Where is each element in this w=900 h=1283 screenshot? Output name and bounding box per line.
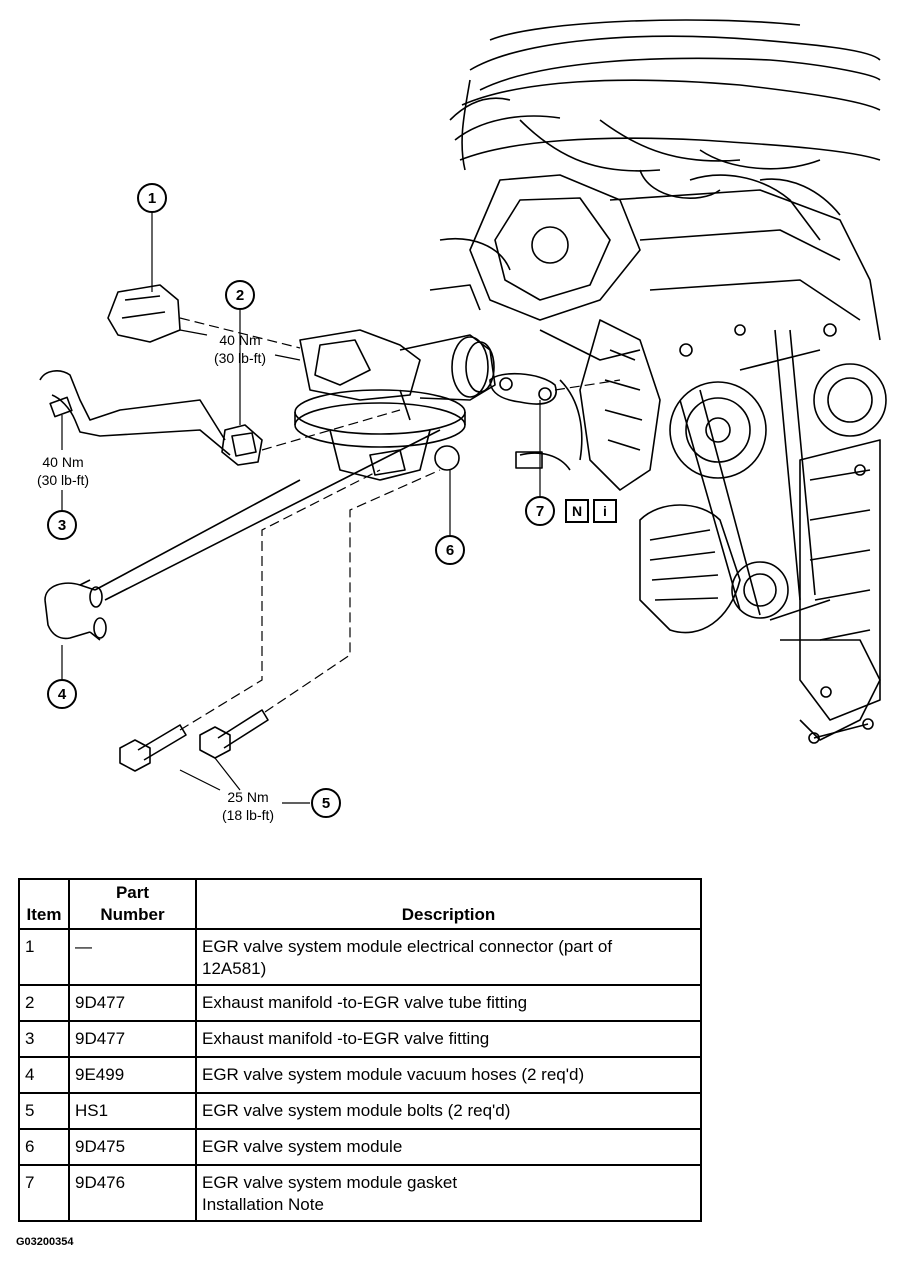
torque-5-lbft: (18 lb-ft): [222, 807, 274, 823]
cell-description: Exhaust manifold -to-EGR valve fitting: [195, 1020, 702, 1058]
torque-5-nm: 25 Nm: [227, 789, 268, 805]
table-header-row: Item Part Number Description: [18, 878, 702, 930]
cell-part: 9E499: [68, 1056, 197, 1094]
torque-2-lbft: (30 lb-ft): [214, 350, 266, 366]
cell-item: 4: [18, 1056, 70, 1094]
callout-circles: [47, 183, 555, 818]
table-row: 5 HS1 EGR valve system module bolts (2 r…: [18, 1092, 702, 1130]
table-row: 1 — EGR valve system module electrical c…: [18, 928, 702, 986]
callout-5-circle: [311, 788, 341, 818]
table-row: 6 9D475 EGR valve system module: [18, 1128, 702, 1166]
callout-4-circle: [47, 679, 77, 709]
callout-4: 4: [58, 686, 67, 703]
table-row: 7 9D476 EGR valve system module gasket I…: [18, 1164, 702, 1222]
cell-description: EGR valve system module vacuum hoses (2 …: [195, 1056, 702, 1094]
cell-description: Exhaust manifold -to-EGR valve tube fitt…: [195, 984, 702, 1022]
cell-part: HS1: [68, 1092, 197, 1130]
leader-lines: [61, 212, 541, 804]
cell-description: EGR valve system module gasket Installat…: [195, 1164, 702, 1222]
alignment-lines: [179, 317, 621, 731]
callout-7-circle: [525, 496, 555, 526]
cell-item: 3: [18, 1020, 70, 1058]
cell-item: 5: [18, 1092, 70, 1130]
cell-part: 9D477: [68, 1020, 197, 1058]
info-boxes: N i: [565, 499, 617, 523]
note-box-letter: N: [572, 503, 582, 519]
callout-6-circle: [435, 535, 465, 565]
callout-3: 3: [58, 517, 66, 534]
callout-2: 2: [236, 287, 244, 304]
cell-part: 9D477: [68, 984, 197, 1022]
cell-item: 1: [18, 928, 70, 986]
callout-5: 5: [322, 795, 330, 812]
parts-table: Item Part Number Description 1 — EGR val…: [18, 878, 702, 1222]
table-row: 2 9D477 Exhaust manifold -to-EGR valve t…: [18, 984, 702, 1022]
callout-2-circle: [225, 280, 255, 310]
torque-2-nm: 40 Nm: [219, 332, 260, 348]
cell-description: EGR valve system module electrical conne…: [195, 928, 702, 986]
callout-1: 1: [148, 190, 156, 207]
callout-6: 6: [446, 542, 454, 559]
egr-components: [39, 284, 557, 772]
egr-exploded-diagram: 1 2 3 4 5 6 7 40 Nm (30 lb-ft) 40 Nm (30…: [37, 19, 887, 823]
callout-3-circle: [47, 510, 77, 540]
cell-part: 9D476: [68, 1164, 197, 1222]
header-description: Description: [195, 878, 702, 930]
table-row: 3 9D477 Exhaust manifold -to-EGR valve f…: [18, 1020, 702, 1058]
callout-numbers: 1 2 3 4 5 6 7: [58, 190, 544, 812]
cell-description: EGR valve system module: [195, 1128, 702, 1166]
table-row: 4 9E499 EGR valve system module vacuum h…: [18, 1056, 702, 1094]
note-box: [565, 499, 589, 523]
cell-item: 7: [18, 1164, 70, 1222]
callout-7: 7: [536, 503, 544, 520]
cell-description: EGR valve system module bolts (2 req'd): [195, 1092, 702, 1130]
cell-part: 9D475: [68, 1128, 197, 1166]
header-part-number: Part Number: [68, 878, 197, 930]
cell-item: 6: [18, 1128, 70, 1166]
torque-3-nm: 40 Nm: [42, 454, 83, 470]
cell-part: —: [68, 928, 197, 986]
torque-labels: 40 Nm (30 lb-ft) 40 Nm (30 lb-ft) 25 Nm …: [37, 332, 274, 823]
callout-1-circle: [137, 183, 167, 213]
figure-code: G03200354: [16, 1236, 74, 1248]
info-box: [593, 499, 617, 523]
cell-item: 2: [18, 984, 70, 1022]
header-item: Item: [18, 878, 70, 930]
torque-3-lbft: (30 lb-ft): [37, 472, 89, 488]
engine-illustration: [429, 19, 887, 744]
info-box-letter: i: [603, 503, 607, 519]
